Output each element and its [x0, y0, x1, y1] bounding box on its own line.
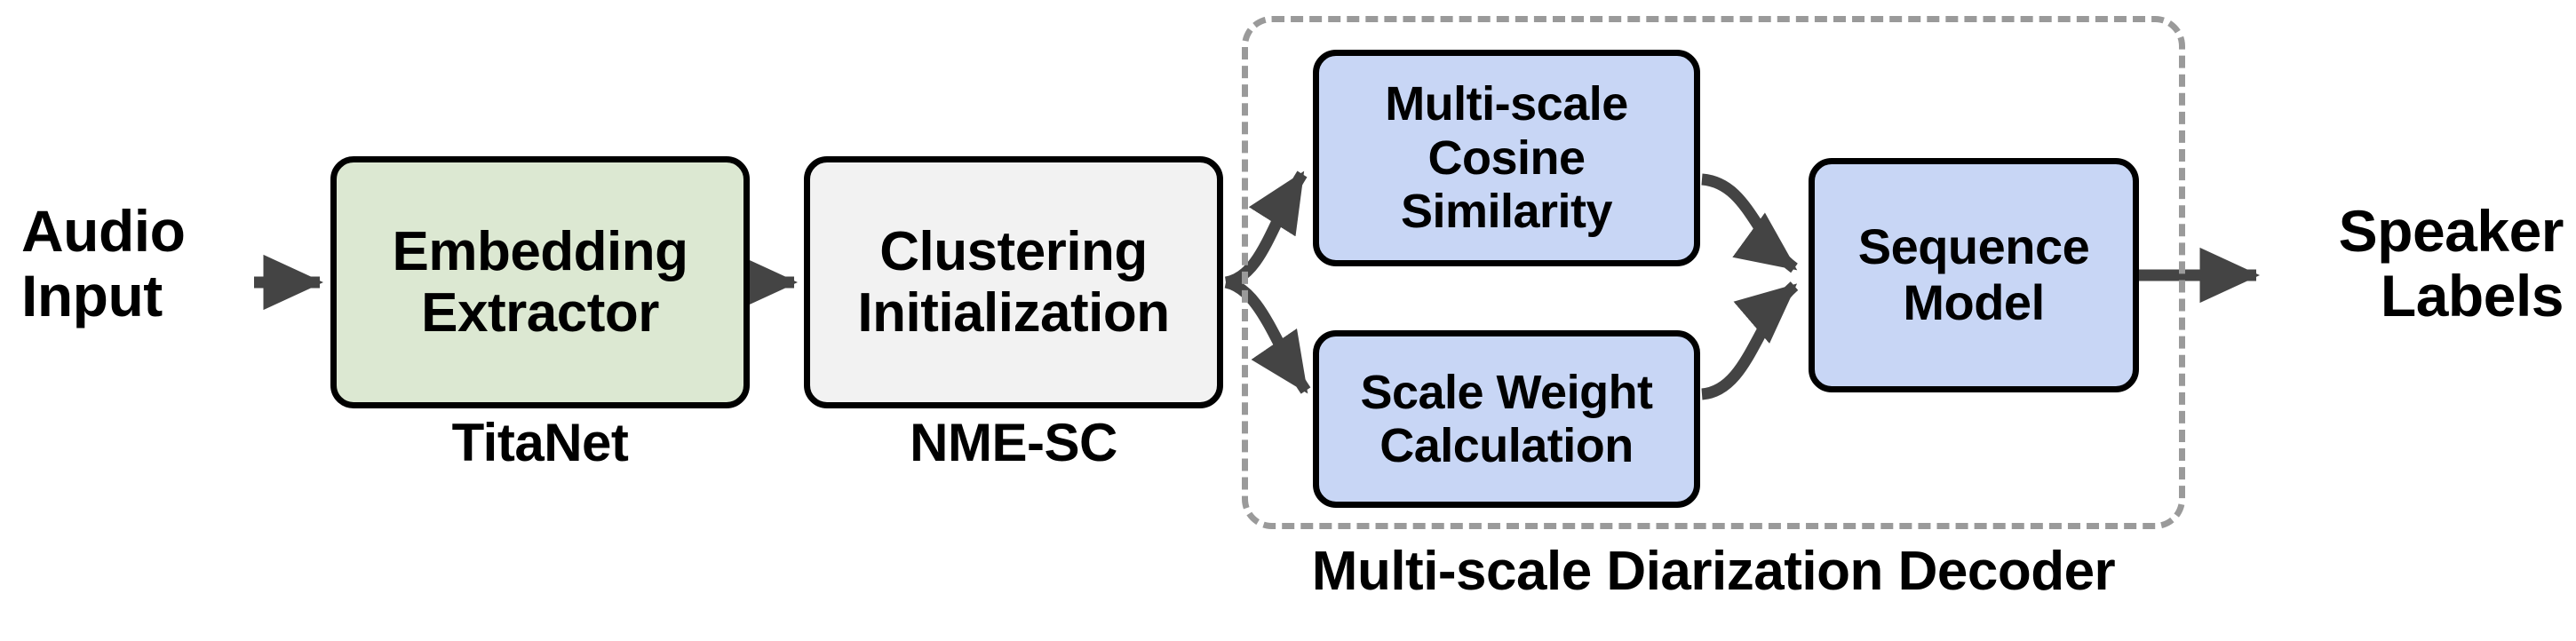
embedding-extractor-sublabel: TitaNet	[451, 413, 629, 472]
node-multi-scale-cosine-similarity[interactable]: Multi-scale Cosine Similarity	[1313, 50, 1700, 266]
node-scale-weight-calculation[interactable]: Scale Weight Calculation	[1313, 330, 1700, 508]
node-embedding-extractor-label: Embedding Extractor	[392, 220, 688, 344]
node-clustering-initialization-label: Clustering Initialization	[857, 220, 1170, 344]
node-scale-weight-calculation-label: Scale Weight Calculation	[1360, 365, 1653, 472]
arrow-clustering-to-scale-weight	[1224, 276, 1311, 394]
node-clustering-initialization[interactable]: Clustering Initialization	[804, 156, 1223, 408]
audio-input-label: Audio Input	[21, 198, 186, 328]
multi-scale-diarization-decoder-group	[1242, 16, 2185, 529]
node-sequence-model[interactable]: Sequence Model	[1809, 158, 2139, 392]
node-sequence-model-label: Sequence Model	[1857, 218, 2090, 330]
speaker-labels-label: Speaker Labels	[2338, 198, 2564, 328]
arrow-cosine-to-sequence	[1701, 173, 1798, 273]
node-multi-scale-cosine-similarity-label: Multi-scale Cosine Similarity	[1385, 77, 1628, 239]
clustering-initialization-sublabel: NME-SC	[910, 413, 1117, 472]
arrow-clustering-to-cosine	[1224, 170, 1308, 289]
node-embedding-extractor[interactable]: Embedding Extractor	[330, 156, 750, 408]
multi-scale-diarization-decoder-caption: Multi-scale Diarization Decoder	[1311, 541, 2116, 602]
arrow-scale-weight-to-sequence	[1700, 281, 1799, 400]
